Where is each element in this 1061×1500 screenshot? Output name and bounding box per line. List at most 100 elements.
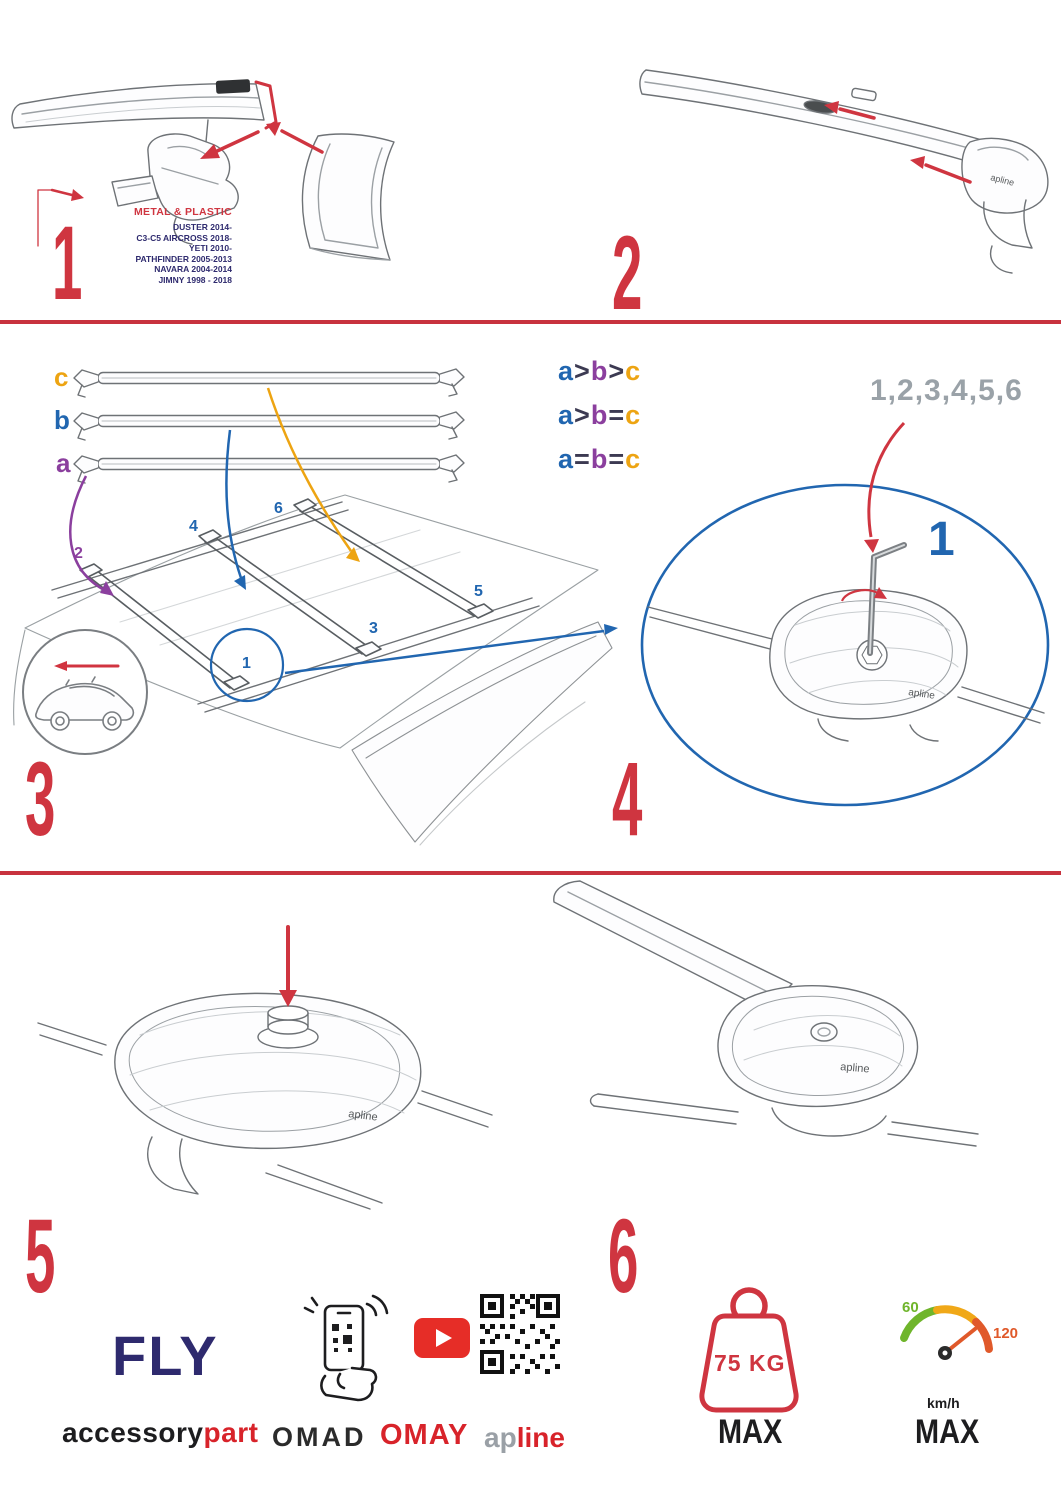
section-divider-2 [0, 871, 1061, 875]
position-4: 4 [189, 518, 198, 535]
step2-illustration: apline [639, 69, 1049, 274]
windshield [351, 621, 613, 846]
phone-qr-pixels [332, 1324, 352, 1352]
fly-logo: FLY [112, 1324, 219, 1387]
tighten-sequence: 1,2,3,4,5,6 [870, 374, 1023, 407]
roof-bar-end [11, 83, 265, 129]
crossbar-b [73, 411, 465, 441]
step6-number: 6 [608, 1198, 639, 1315]
crossbar-blade [553, 880, 793, 1011]
model-line: YETI 2010- [189, 243, 232, 253]
scan-phone-icon [303, 1294, 389, 1402]
bar-b-leader [225, 429, 246, 590]
mounted-crossbars [79, 498, 494, 691]
accessory-text: accessory [62, 1417, 204, 1448]
roof-rail-section [647, 606, 1045, 724]
speed-limit-max-label: MAX [915, 1413, 980, 1451]
material-label: METAL & PLASTIC [133, 206, 232, 218]
apline-line-text: line [516, 1422, 565, 1453]
step3-illustration [13, 368, 618, 846]
weight-limit-value: 75 KG [714, 1350, 786, 1376]
speed-limit-gauge [900, 1305, 993, 1360]
rule2-c: c [625, 400, 642, 430]
step2-red-arrows [824, 101, 972, 184]
tighten-order-arrow [864, 421, 906, 553]
rule1-a: a [558, 356, 575, 386]
bar-a-leader [69, 475, 114, 596]
weight-limit-max-label: MAX [718, 1413, 783, 1451]
bar-foot [961, 137, 1049, 274]
step3-number: 3 [25, 741, 56, 858]
rule2-op1: > [574, 400, 591, 430]
step5-illustration: apline [37, 925, 493, 1210]
weight-limit-icon [699, 1287, 799, 1413]
step2-number: 2 [612, 215, 643, 332]
apline-mark: apline [840, 1061, 870, 1076]
accessorypart-logo: accessorypart [62, 1419, 258, 1447]
qr-code [480, 1294, 560, 1374]
step1-red-arrows [37, 80, 324, 247]
step4-illustration: apline [640, 421, 1050, 807]
bar-label-b: b [54, 405, 70, 435]
apline-mark: apline [908, 687, 936, 702]
hex-socket [861, 645, 883, 665]
position1-highlight-circle [209, 627, 285, 703]
speed-gauge-min-label: 60 [902, 1299, 919, 1316]
length-rule-1: a>b>c [558, 358, 641, 385]
metal-pad [111, 175, 159, 207]
omay-logo: OMAY [380, 1419, 469, 1451]
press-arrow [279, 925, 297, 1007]
youtube-icon [414, 1318, 470, 1358]
part-text: part [203, 1417, 259, 1448]
tighten-first-number: 1 [928, 513, 955, 566]
position-6: 6 [274, 500, 283, 517]
cover-cap [267, 1005, 309, 1035]
rule1-b: b [590, 356, 609, 386]
rule1-op1: > [574, 356, 591, 386]
rule3-b: b [590, 444, 609, 474]
step1-number: 1 [52, 205, 83, 322]
position-5: 5 [474, 583, 483, 600]
rule3-c: c [625, 444, 642, 474]
apline-ap-text: ap [484, 1422, 517, 1453]
rule2-a: a [558, 400, 575, 430]
rule3-op1: = [574, 444, 591, 474]
slot-cover-piece [851, 87, 877, 102]
model-line: NAVARA 2004-2014 [154, 264, 232, 274]
bar-c-leader [266, 387, 360, 562]
bar-label-a: a [56, 448, 71, 478]
car-roof [13, 494, 613, 846]
zoom-pointer-arrow [284, 624, 618, 675]
rule3-a: a [558, 444, 575, 474]
car-direction-inset [22, 629, 148, 755]
bar-label-c: c [54, 362, 69, 392]
model-line: JIMNY 1998 - 2018 [158, 274, 232, 285]
roof-rail-section [37, 1022, 493, 1210]
step1-illustration [11, 79, 395, 261]
bar-foot-installed [717, 985, 919, 1137]
length-rule-2: a>b=c [558, 402, 641, 429]
rule2-op2: = [608, 400, 626, 430]
vehicle-models-list: DUSTER 2014- C3-C5 AIRCROSS 2018- YETI 2… [72, 222, 232, 285]
rule3-op2: = [608, 444, 626, 474]
position-1: 1 [242, 655, 251, 672]
section-divider-1 [0, 320, 1061, 324]
roof-rail-section [589, 1093, 979, 1147]
crossbar-a [73, 454, 465, 484]
step4-number: 4 [612, 741, 643, 858]
model-line: DUSTER 2014- [172, 222, 232, 232]
rule1-op2: > [608, 356, 626, 386]
apline-plate [215, 79, 251, 94]
speed-unit-label: km/h [927, 1395, 960, 1411]
rotate-arrow [840, 587, 887, 602]
rule1-c: c [625, 356, 642, 386]
length-rule-3: a=b=c [558, 446, 641, 473]
step5-number: 5 [25, 1198, 56, 1315]
rule2-b: b [590, 400, 609, 430]
apline-logo: apline [484, 1424, 565, 1452]
apline-mark: apline [348, 1108, 379, 1123]
position-2: 2 [74, 545, 83, 562]
plastic-cover [301, 133, 395, 261]
speed-gauge-max-value-label: 120 [993, 1325, 1019, 1342]
